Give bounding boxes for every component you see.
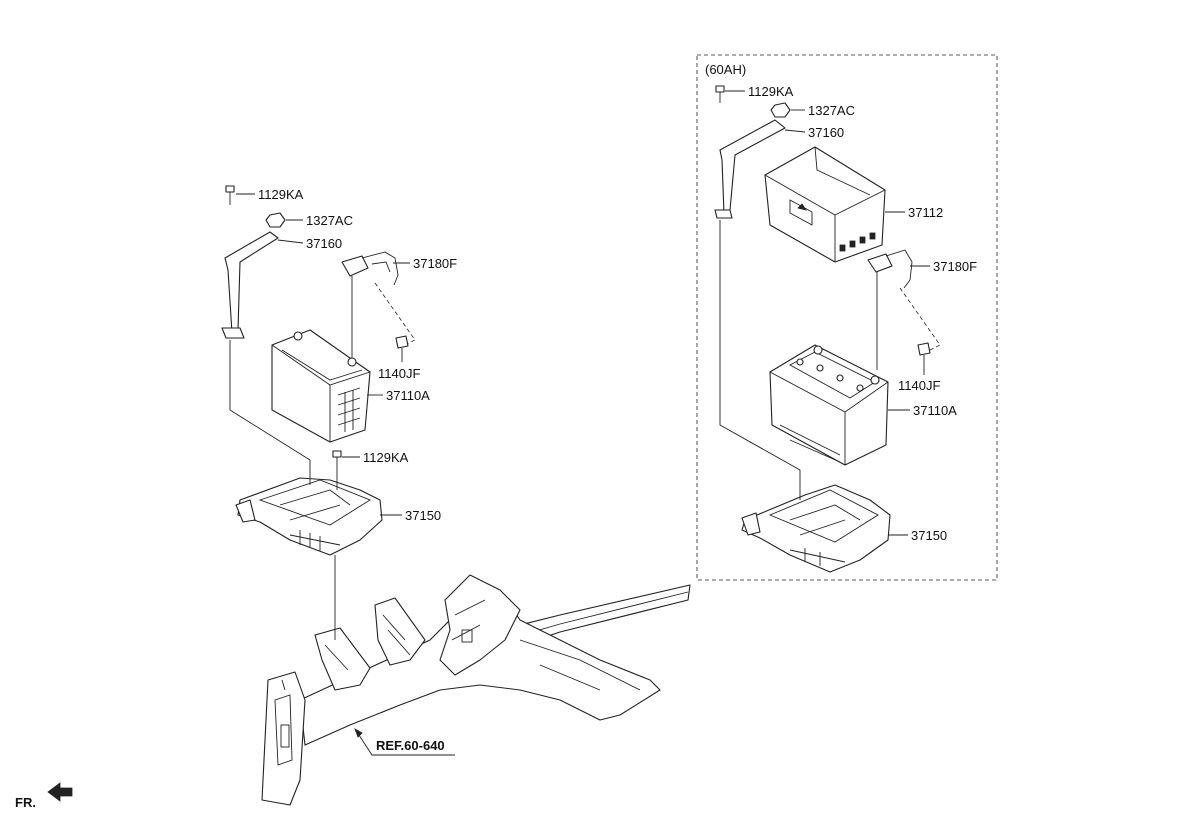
battery-37110a [271,329,383,443]
label-bolt-1129ka-top: 1129KA [258,187,304,202]
tray-37150-60ah [741,484,908,573]
sensor-37180f [341,251,410,360]
option-60ah-box [696,54,998,581]
main-assembly [221,185,416,640]
bracket-37160 [221,231,304,339]
vehicle-frame [261,574,691,806]
battery-37110a-60ah [769,344,910,466]
front-indicator-label: FR. [15,795,36,810]
label-sensor-37180f: 37180F [413,256,457,271]
bolt-1129ka-top [225,185,255,205]
front-arrow-icon [47,782,73,802]
label-60ah-nut-1327ac: 1327AC [808,103,855,118]
bolt-1129ka-tray [332,450,360,470]
nut-1327ac [265,212,303,228]
label-nut-1327ac: 1327AC [306,213,353,228]
label-tray-37150: 37150 [405,508,441,523]
label-60ah-tray-37150: 37150 [911,528,947,543]
label-bolt-1129ka-tray: 1129KA [363,450,409,465]
sensor-37180f-60ah [867,249,930,370]
bracket-37160-60ah [714,119,806,219]
label-battery-37110a: 37110A [386,388,430,403]
nut-1327ac-60ah [770,102,805,118]
label-60ah-screw-1140jf: 1140JF [898,378,940,393]
label-60ah-bracket-37160: 37160 [808,125,844,140]
label-60ah-battery-37110a: 37110A [913,403,957,418]
screw-1140jf-60ah [899,287,941,375]
screw-1140jf [374,282,416,362]
option-60ah-assembly [714,85,941,573]
label-60ah-heading: (60AH) [705,62,746,77]
label-bracket-37160: 37160 [306,236,342,251]
tray-37150 [235,477,402,556]
reference-label: REF.60-640 [376,738,445,753]
cover-37112 [764,146,905,263]
label-60ah-sensor-37180f: 37180F [933,259,977,274]
label-60ah-cover-37112: 37112 [908,205,943,220]
label-60ah-bolt-1129ka: 1129KA [748,84,794,99]
bolt-1129ka-60ah [715,85,745,103]
label-screw-1140jf: 1140JF [378,366,420,381]
